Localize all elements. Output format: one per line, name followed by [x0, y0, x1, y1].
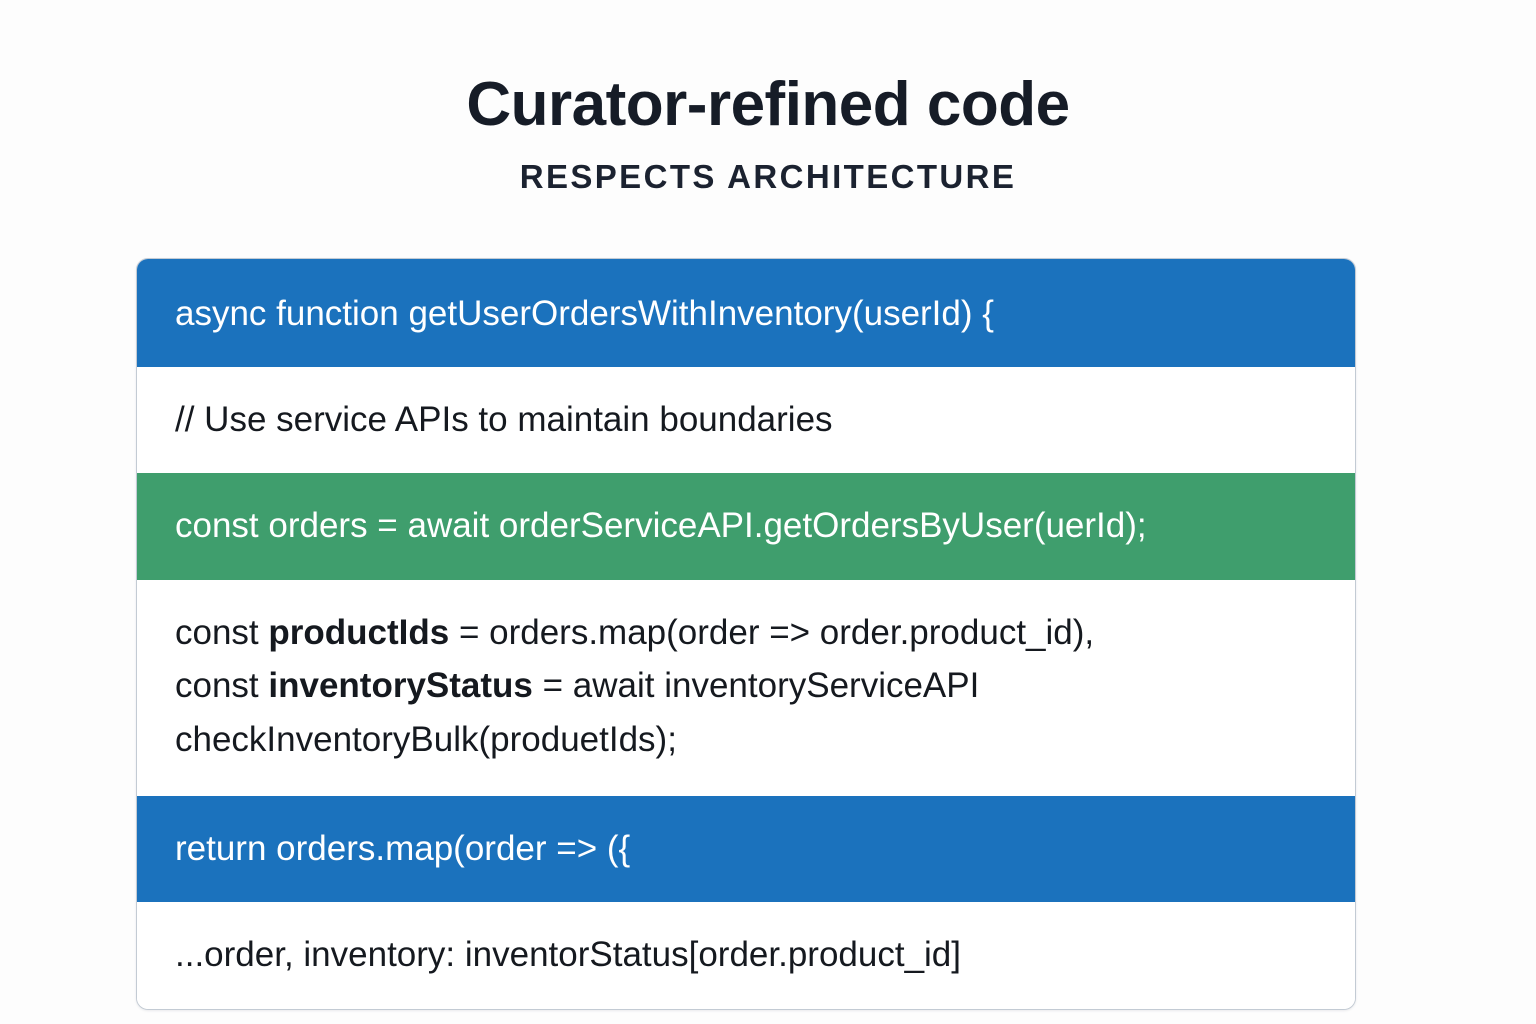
code-row-comment: // Use service APIs to maintain boundari… — [137, 367, 1355, 474]
header: Curator-refined code RESPECTS ARCHITECTU… — [0, 0, 1536, 195]
code-row-return-map: return orders.map(order => ({ — [137, 796, 1355, 903]
code-text-post: = await inventoryServiceAPI — [532, 666, 980, 706]
code-text-pre: const — [175, 666, 269, 706]
code-row-spread-order: ...order, inventory: inventorStatus[orde… — [137, 902, 1355, 1009]
code-line-inventory-status: const inventoryStatus = await inventoryS… — [175, 659, 1355, 713]
code-text-post: = orders.map(order => order.product_id), — [449, 612, 1095, 652]
page-title: Curator-refined code — [466, 70, 1070, 139]
code-row-function-signature: async function getUserOrdersWithInventor… — [137, 259, 1355, 368]
code-line-product-ids: const productIds = orders.map(order => o… — [175, 606, 1355, 660]
code-row-order-service-call: const orders = await orderServiceAPI.get… — [137, 473, 1355, 580]
code-line-check-inventory-bulk: checkInventoryBulk(produetIds); — [175, 713, 1355, 767]
code-row-inventory-block: const productIds = orders.map(order => o… — [137, 579, 1355, 797]
code-card: async function getUserOrdersWithInventor… — [136, 258, 1356, 1010]
code-text-pre: const — [175, 612, 269, 652]
code-text-bold: inventoryStatus — [268, 666, 533, 706]
code-text-pre: checkInventoryBulk(produetIds); — [175, 719, 677, 759]
page-subtitle: RESPECTS ARCHITECTURE — [519, 158, 1017, 196]
code-text-bold: productIds — [268, 612, 450, 652]
